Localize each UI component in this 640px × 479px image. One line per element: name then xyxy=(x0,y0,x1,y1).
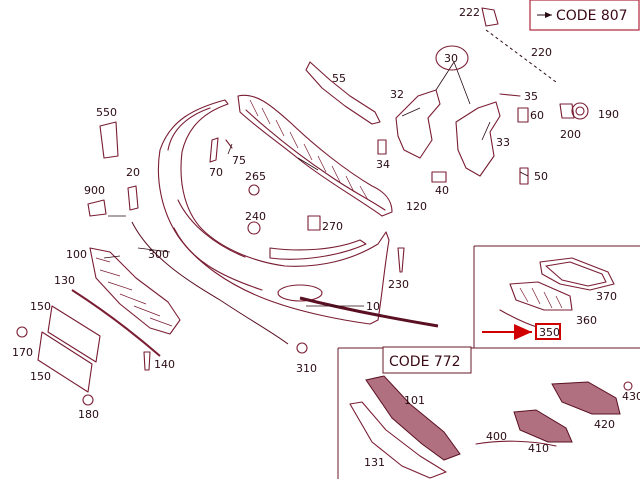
label-410: 410 xyxy=(528,442,549,455)
label-130: 130 xyxy=(54,274,75,287)
label-370: 370 xyxy=(596,290,617,303)
leader-lines xyxy=(103,107,529,307)
label-222: 222 xyxy=(459,6,480,19)
label-10: 10 xyxy=(366,300,380,313)
part-55-rail xyxy=(305,61,381,125)
label-420: 420 xyxy=(594,418,615,431)
label-550: 550 xyxy=(96,106,117,119)
part-900 xyxy=(87,199,107,217)
fog-inserts-772 xyxy=(475,381,633,447)
label-220: 220 xyxy=(531,46,552,59)
part-100-grille xyxy=(89,247,181,335)
part-350-highlight-box xyxy=(535,323,561,340)
part-230-screw xyxy=(397,247,405,273)
label-20: 20 xyxy=(126,166,140,179)
fog-surround xyxy=(499,257,615,329)
code-772-label: CODE 772 xyxy=(389,354,461,370)
label-200: 200 xyxy=(560,128,581,141)
part-170 xyxy=(16,326,28,338)
bumper-cover xyxy=(157,99,390,325)
part-labels: 222 220 30 55 32 35 60 190 200 550 33 75… xyxy=(12,6,640,469)
highlighted-part-callout: 350 xyxy=(482,323,561,340)
inset-frame-lines xyxy=(337,245,640,479)
part-70 xyxy=(209,137,219,163)
part-310 xyxy=(296,342,308,354)
label-430: 430 xyxy=(622,390,640,403)
label-300: 300 xyxy=(148,248,169,261)
label-75: 75 xyxy=(232,154,246,167)
bumper-carrier xyxy=(237,94,393,217)
label-270: 270 xyxy=(322,220,343,233)
lower-trim-strip xyxy=(299,296,439,328)
label-60: 60 xyxy=(530,109,544,122)
label-33: 33 xyxy=(496,136,510,149)
part-550 xyxy=(99,121,119,159)
code-772-box xyxy=(382,346,472,374)
mount-brackets xyxy=(395,45,501,177)
label-100: 100 xyxy=(66,248,87,261)
label-40: 40 xyxy=(435,184,449,197)
part-350-label: 350 xyxy=(539,326,560,339)
inset-frames: CODE 772 xyxy=(337,245,640,479)
label-150-upper: 150 xyxy=(30,300,51,313)
label-120: 120 xyxy=(406,200,427,213)
label-34: 34 xyxy=(376,158,390,171)
part-50-bolt xyxy=(519,167,529,185)
code-772-grille xyxy=(349,375,461,479)
label-360: 360 xyxy=(576,314,597,327)
label-131: 131 xyxy=(364,456,385,469)
label-240: 240 xyxy=(245,210,266,223)
label-265: 265 xyxy=(245,170,266,183)
part-300-harness xyxy=(131,221,289,345)
part-40 xyxy=(431,171,447,183)
label-32: 32 xyxy=(390,88,404,101)
part-140 xyxy=(143,351,151,371)
license-plate-holder xyxy=(37,305,101,393)
label-55: 55 xyxy=(332,72,346,85)
label-230: 230 xyxy=(388,278,409,291)
part-60 xyxy=(517,107,529,123)
label-150-lower: 150 xyxy=(30,370,51,383)
label-180: 180 xyxy=(78,408,99,421)
label-70: 70 xyxy=(209,166,223,179)
label-400: 400 xyxy=(486,430,507,443)
label-35: 35 xyxy=(524,90,538,103)
part-180 xyxy=(82,394,94,406)
part-240 xyxy=(247,221,261,235)
code-807-callout: CODE 807 xyxy=(529,0,640,31)
parking-sensor xyxy=(559,102,589,120)
part-265 xyxy=(248,184,260,196)
label-190: 190 xyxy=(598,108,619,121)
part-35 xyxy=(499,93,521,97)
part-130-strip xyxy=(71,289,161,357)
label-310: 310 xyxy=(296,362,317,375)
part-270 xyxy=(307,215,321,231)
part-20 xyxy=(127,185,139,211)
label-900: 900 xyxy=(84,184,105,197)
code-807-label: CODE 807 xyxy=(556,8,628,24)
label-140: 140 xyxy=(154,358,175,371)
label-170: 170 xyxy=(12,346,33,359)
label-30: 30 xyxy=(444,52,458,65)
label-101: 101 xyxy=(404,394,425,407)
part-34 xyxy=(377,139,387,155)
part-222-clip xyxy=(481,7,499,27)
label-50: 50 xyxy=(534,170,548,183)
part-220-cable xyxy=(485,29,557,83)
